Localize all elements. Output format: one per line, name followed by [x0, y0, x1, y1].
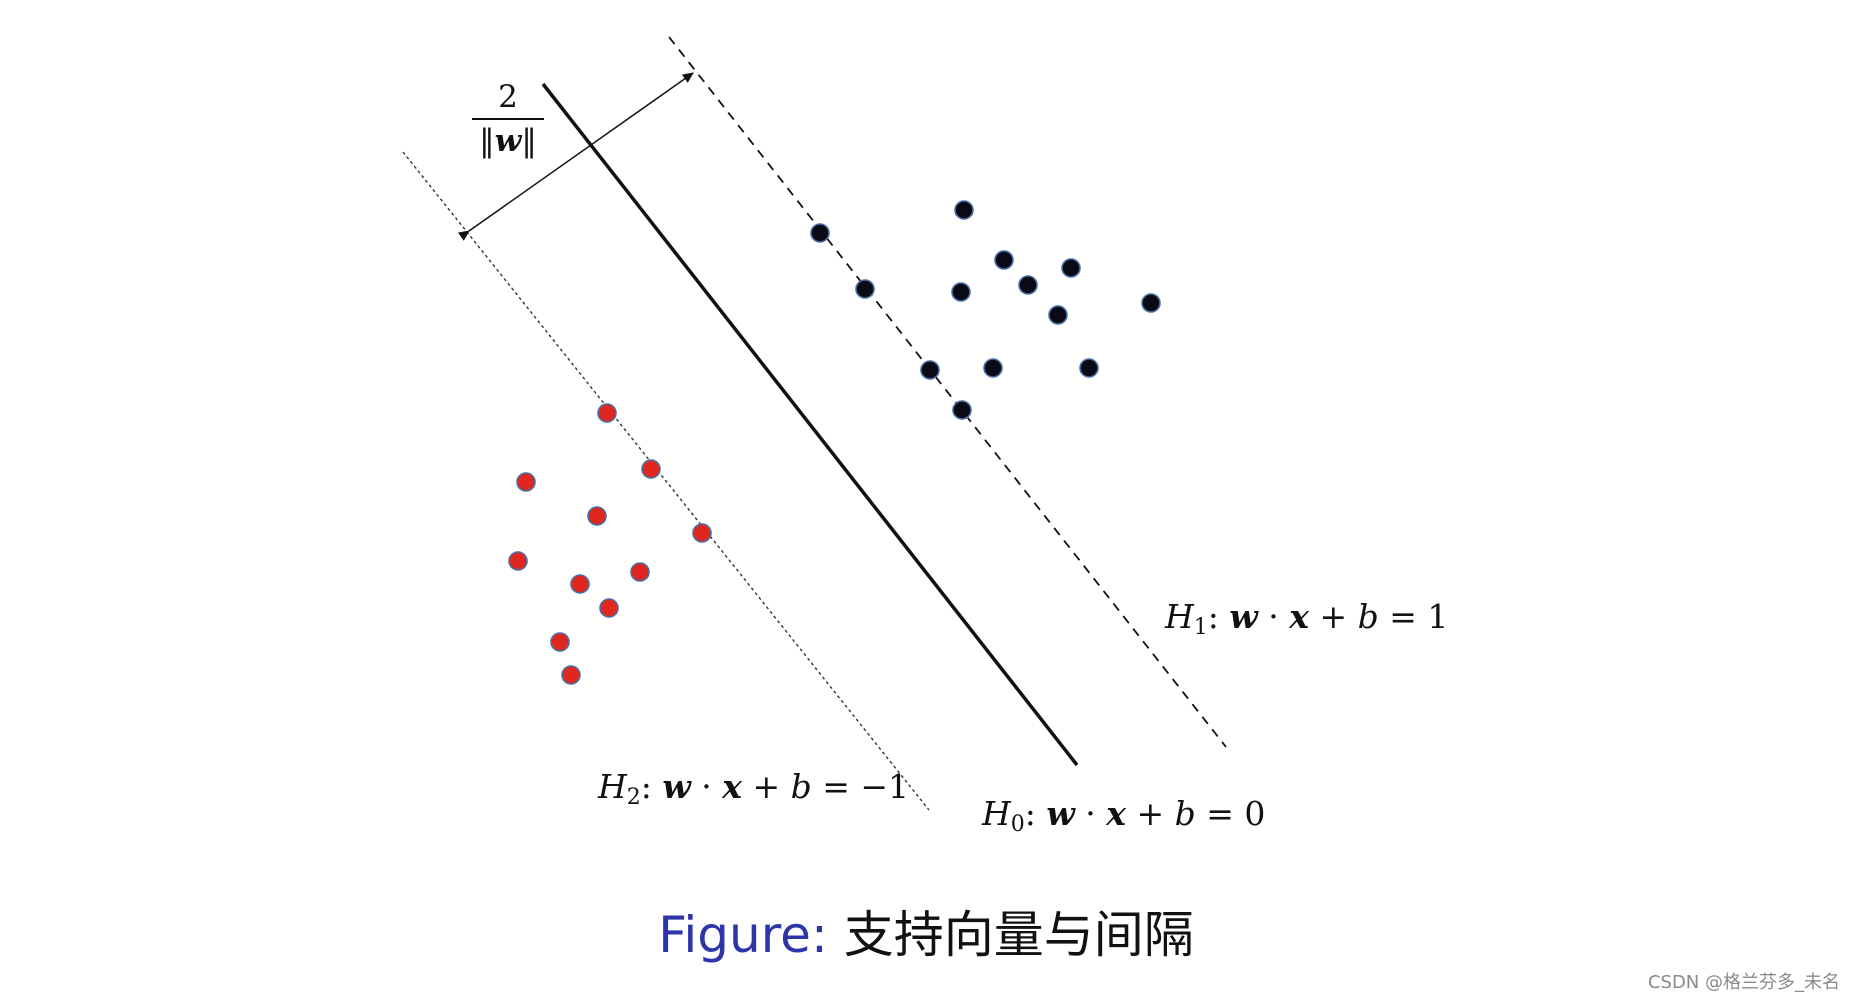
- positive-class-point: [994, 250, 1014, 270]
- hyperplane-h0-label: H0: w · x + b = 0: [982, 794, 1266, 837]
- negative-class-point: [508, 551, 528, 571]
- hyperplane-h2-label: H2: w · x + b = −1: [598, 767, 910, 810]
- negative-class-point: [570, 574, 590, 594]
- negative-class-points: [508, 403, 712, 685]
- positive-class-point: [952, 400, 972, 420]
- negative-class-point: [561, 665, 581, 685]
- positive-class-point: [855, 279, 875, 299]
- positive-class-point: [1061, 258, 1081, 278]
- positive-class-point: [951, 282, 971, 302]
- positive-class-point: [1141, 293, 1161, 313]
- figure-caption: Figure: 支持向量与间隔: [0, 905, 1852, 965]
- fraction-bar: [472, 118, 544, 120]
- margin-numerator: 2: [498, 79, 518, 115]
- positive-class-point: [1079, 358, 1099, 378]
- caption-prefix: Figure:: [658, 906, 828, 964]
- negative-class-point: [630, 562, 650, 582]
- weight-vector-symbol: w: [494, 123, 522, 159]
- positive-class-point: [1018, 275, 1038, 295]
- margin-denominator: ‖w‖: [479, 123, 537, 159]
- negative-class-point: [692, 523, 712, 543]
- positive-class-point: [810, 223, 830, 243]
- source-watermark: CSDN @格兰芬多_未名: [1647, 972, 1840, 993]
- negative-class-point: [587, 506, 607, 526]
- positive-class-points: [810, 200, 1161, 420]
- negative-class-point: [599, 598, 619, 618]
- hyperplane-h0-line: [541, 82, 1079, 767]
- hyperplane-h2-line: [402, 151, 930, 811]
- positive-class-point: [983, 358, 1003, 378]
- margin-width-label: 2 ‖w‖: [472, 78, 544, 158]
- negative-class-point: [597, 403, 617, 423]
- negative-class-point: [641, 459, 661, 479]
- hyperplane-h1-label: H1: w · x + b = 1: [1165, 597, 1449, 640]
- caption-text: 支持向量与间隔: [827, 906, 1194, 964]
- margin-arrow: [457, 72, 694, 241]
- negative-class-point: [516, 472, 536, 492]
- negative-class-point: [550, 632, 570, 652]
- positive-class-point: [1048, 305, 1068, 325]
- positive-class-point: [920, 360, 940, 380]
- positive-class-point: [954, 200, 974, 220]
- hyperplane-h1-line: [668, 36, 1227, 748]
